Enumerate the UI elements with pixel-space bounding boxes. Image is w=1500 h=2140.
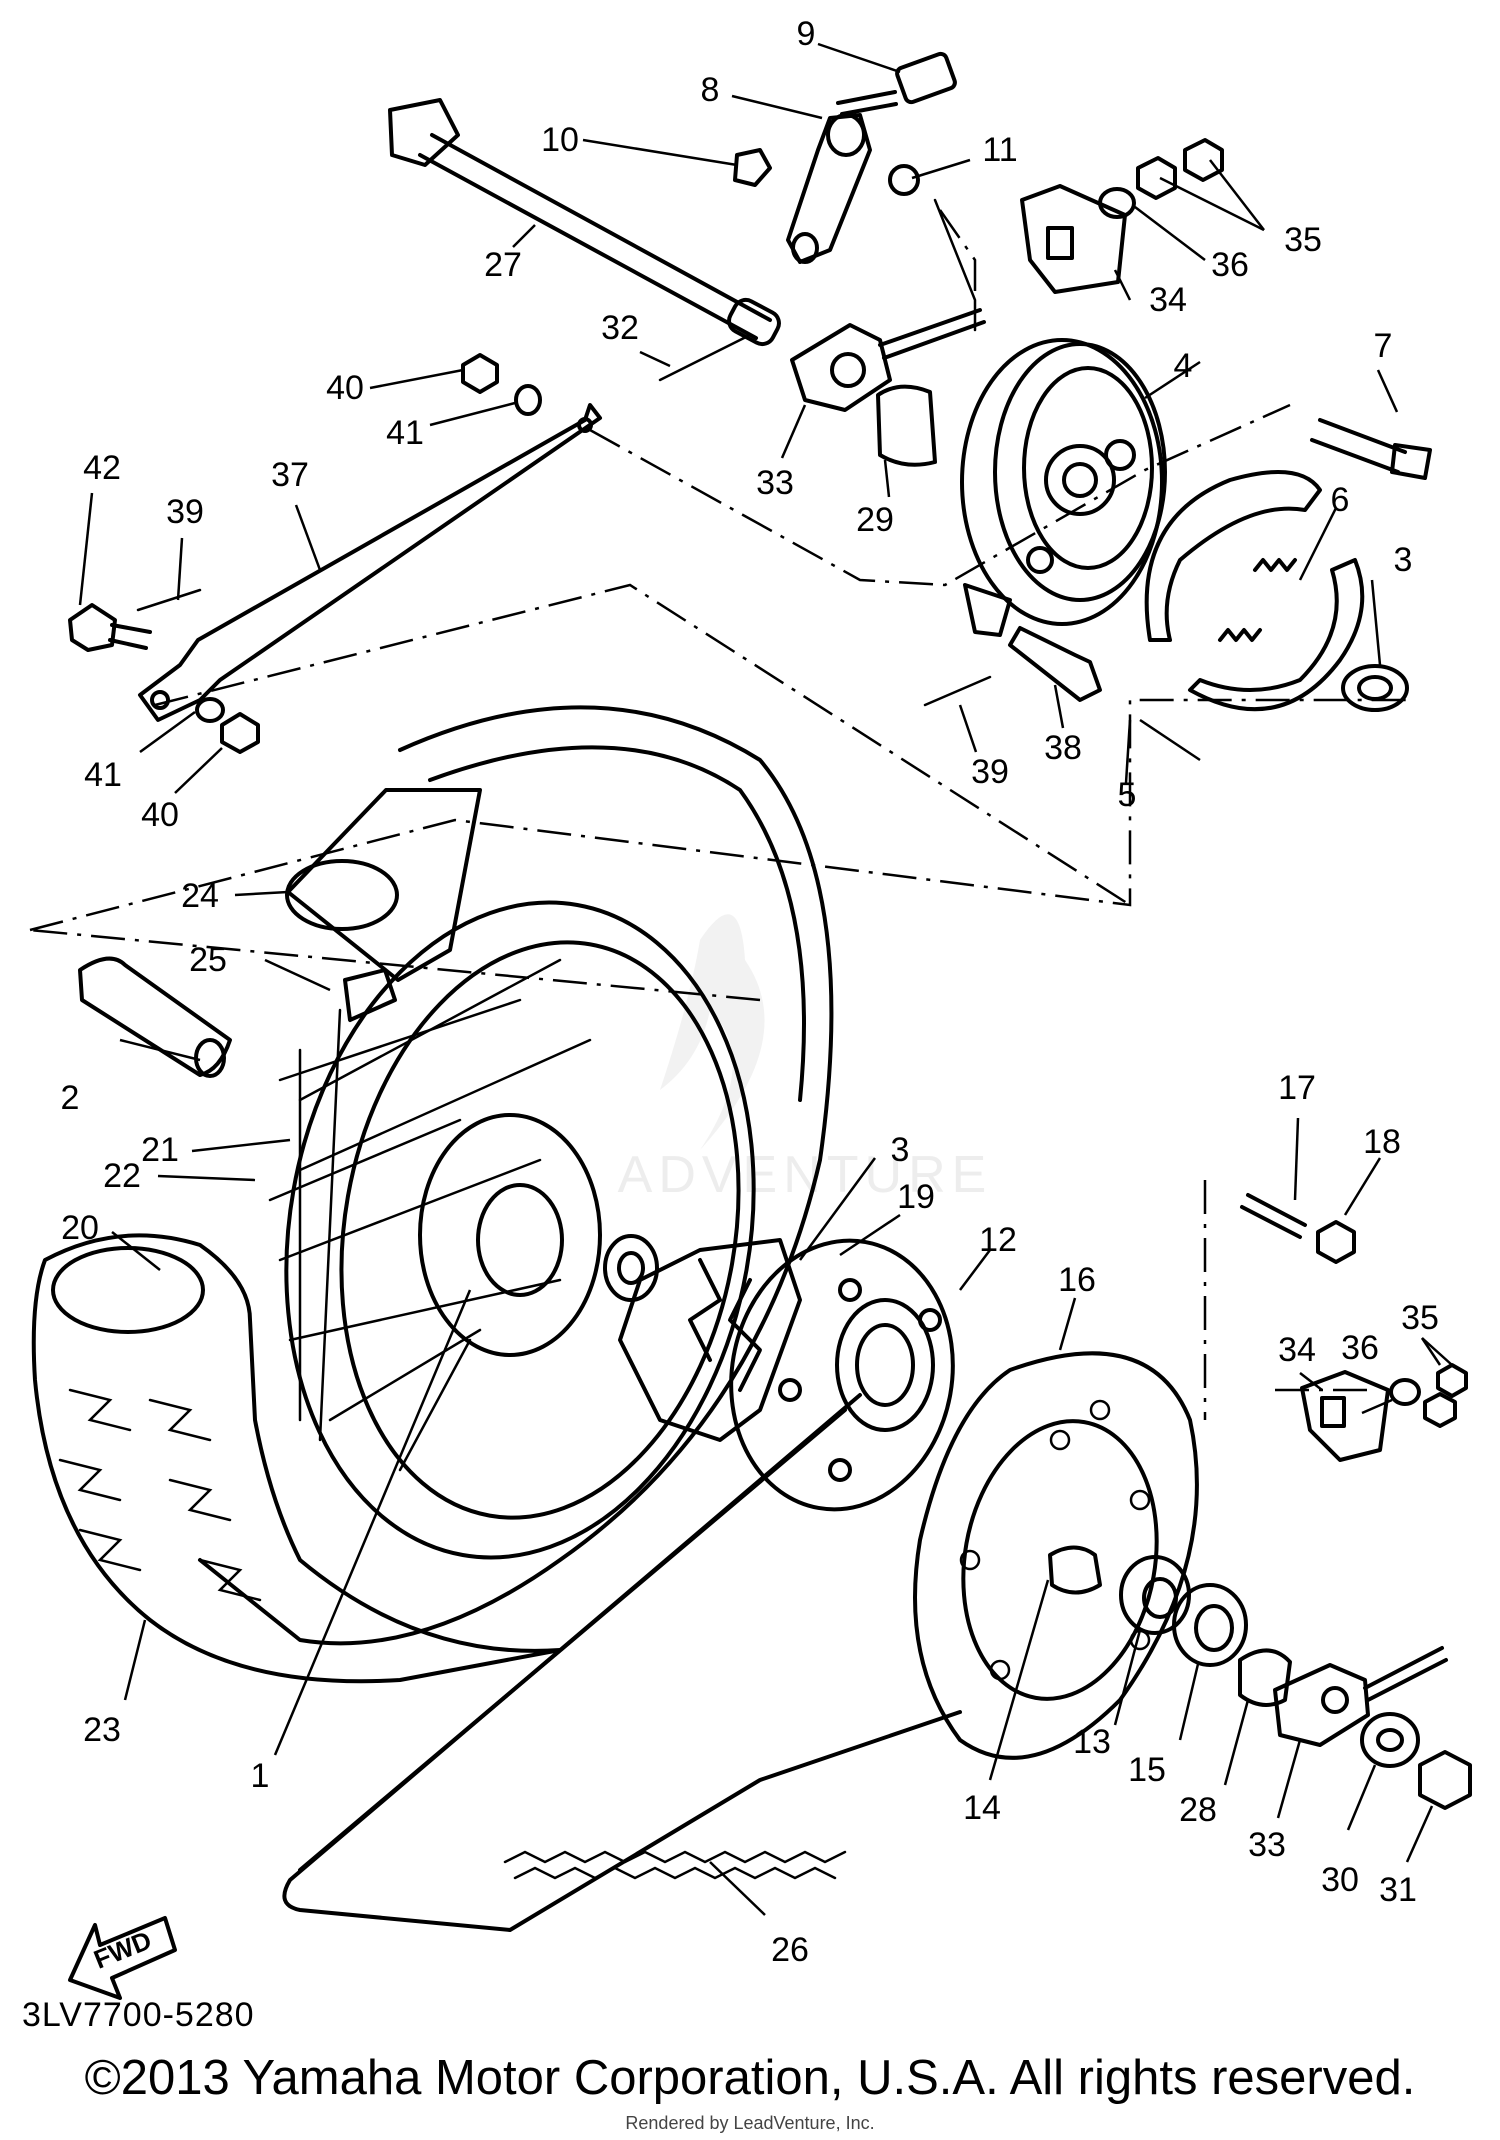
rear-wheel — [198, 705, 834, 1646]
callout-26: 26 — [771, 1931, 809, 1969]
forward-arrow-icon: FWD — [68, 1916, 177, 2000]
callout-14: 14 — [963, 1789, 1001, 1827]
callout-7: 7 — [1374, 327, 1393, 365]
torque-arm — [138, 403, 602, 722]
callout-31: 31 — [1379, 1871, 1417, 1909]
clutch-hub — [729, 1238, 955, 1512]
callout-4: 4 — [1174, 347, 1193, 385]
callout-41-bottom: 41 — [84, 756, 122, 794]
callout-37: 37 — [271, 456, 309, 494]
callout-10: 10 — [541, 121, 579, 159]
callout-21: 21 — [141, 1131, 179, 1169]
diagram-code: 3LV7700-5280 — [22, 1996, 255, 2034]
callout-17: 17 — [1278, 1069, 1316, 1107]
drive-chain — [282, 1393, 962, 1932]
callout-16: 16 — [1058, 1261, 1096, 1299]
callout-28: 28 — [1179, 1791, 1217, 1829]
watermark: ADVENTURE — [618, 914, 993, 1204]
callout-3-wheel: 3 — [891, 1131, 910, 1169]
torque-arm-hardware — [195, 353, 542, 754]
callout-33-bottom: 33 — [1248, 1826, 1286, 1864]
callout-38: 38 — [1044, 729, 1082, 767]
copyright-notice: ©2013 Yamaha Motor Corporation, U.S.A. A… — [84, 2051, 1416, 2105]
rendered-by-notice: Rendered by LeadVenture, Inc. — [625, 2113, 875, 2133]
brake-camshaft — [1310, 418, 1432, 480]
callout-1: 1 — [251, 1757, 270, 1795]
brake-hub — [960, 338, 1167, 637]
callout-8: 8 — [701, 71, 720, 109]
brake-shoes — [1144, 470, 1365, 712]
callout-36-top: 36 — [1211, 246, 1249, 284]
callout-6: 6 — [1331, 481, 1350, 519]
callout-40-top: 40 — [326, 369, 364, 407]
callout-19: 19 — [897, 1178, 935, 1216]
rear-axle — [388, 98, 781, 347]
hub-hardware — [1048, 1545, 1292, 1707]
callout-33-top: 33 — [756, 464, 794, 502]
callout-20: 20 — [61, 1209, 99, 1247]
callout-30: 30 — [1321, 1861, 1359, 1899]
stud-and-nut — [1240, 1193, 1356, 1264]
callout-11: 11 — [982, 131, 1017, 169]
svg-text:FWD: FWD — [90, 1925, 156, 1975]
callout-25: 25 — [189, 941, 227, 979]
tire — [31, 1233, 562, 1684]
bearing-top — [1341, 664, 1409, 712]
adjuster-and-collar-top — [658, 308, 986, 467]
callout-36-right: 36 — [1341, 1329, 1379, 1367]
callout-18: 18 — [1363, 1123, 1401, 1161]
adjuster-bottom — [1273, 1646, 1472, 1810]
alignment-lines — [29, 198, 1410, 1420]
callout-34-right: 34 — [1278, 1331, 1316, 1369]
callout-12: 12 — [979, 1221, 1017, 1259]
callout-29: 29 — [856, 501, 894, 539]
callout-3-top: 3 — [1394, 541, 1413, 579]
callout-32: 32 — [601, 309, 639, 347]
callout-23: 23 — [83, 1711, 121, 1749]
leader-lines — [78, 42, 1453, 1916]
sprocket — [913, 1351, 1199, 1760]
callout-24: 24 — [181, 877, 219, 915]
chain-adjuster-top — [1020, 138, 1224, 294]
callout-22: 22 — [103, 1157, 141, 1195]
callout-13: 13 — [1073, 1723, 1111, 1761]
callout-40-bottom: 40 — [141, 796, 179, 834]
svg-text:ADVENTURE: ADVENTURE — [618, 1146, 993, 1204]
chain-adjuster-right — [1300, 1363, 1468, 1462]
callout-2: 2 — [61, 1079, 80, 1117]
callouts: 9 8 10 11 35 36 34 27 32 4 7 40 41 42 37… — [61, 15, 1439, 1969]
callout-39-top: 39 — [166, 493, 204, 531]
callout-35-top: 35 — [1284, 221, 1322, 259]
callout-5: 5 — [1118, 776, 1137, 814]
callout-15: 15 — [1128, 1751, 1166, 1789]
callout-34-top: 34 — [1149, 281, 1187, 319]
callout-27: 27 — [484, 246, 522, 284]
callout-42: 42 — [83, 449, 121, 487]
callout-35-right: 35 — [1401, 1299, 1439, 1337]
hub-damper — [618, 1238, 802, 1442]
valve-and-spacer — [78, 788, 482, 1078]
callout-9: 9 — [797, 15, 816, 53]
brake-arm-group — [733, 51, 957, 264]
callout-41-top: 41 — [386, 414, 424, 452]
callout-39-bottom: 39 — [971, 753, 1009, 791]
bolts-and-pins — [68, 588, 1102, 707]
